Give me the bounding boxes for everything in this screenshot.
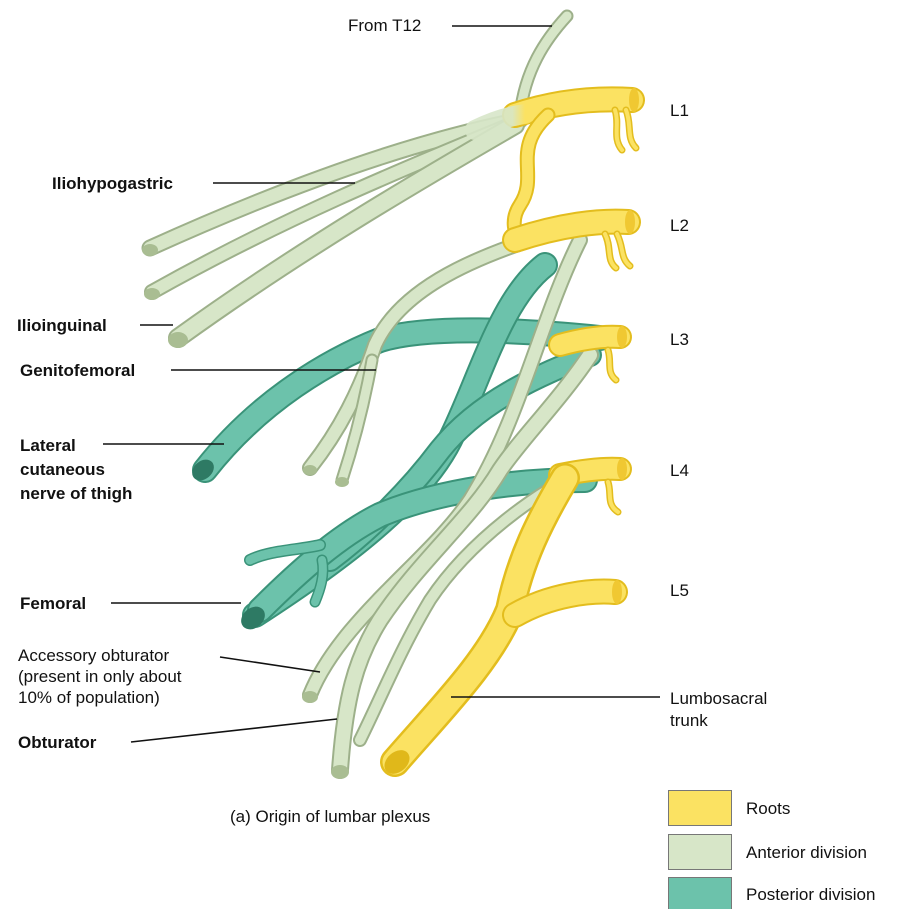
root-nerves (395, 99, 636, 762)
label-ilioinguinal: Ilioinguinal (17, 315, 107, 336)
l5-root-end (612, 580, 622, 604)
label-obturator: Obturator (18, 732, 96, 753)
legend-swatch-anterior (668, 834, 732, 870)
obturator-cut-end (331, 765, 349, 779)
label-genitofemoral: Genitofemoral (20, 360, 135, 381)
level-l3: L3 (670, 330, 689, 350)
level-l4: L4 (670, 461, 689, 481)
level-l2: L2 (670, 216, 689, 236)
label-accessory-obturator: Accessory obturator (present in only abo… (18, 645, 182, 708)
legend-label-roots: Roots (746, 799, 790, 819)
legend-label-posterior: Posterior division (746, 885, 875, 905)
iliohypogastric-cut-end-b (144, 288, 160, 300)
level-l5: L5 (670, 581, 689, 601)
label-femoral: Femoral (20, 593, 86, 614)
l3-root-end (617, 326, 627, 348)
label-iliohypogastric: Iliohypogastric (52, 173, 173, 194)
label-from-t12: From T12 (348, 15, 421, 36)
label-lumbosacral-trunk: Lumbosacral trunk (670, 688, 767, 732)
legend-swatch-posterior (668, 877, 732, 909)
label-lateral-cutaneous: Lateral cutaneous nerve of thigh (20, 434, 132, 506)
iliohypogastric-cut-end-a (142, 244, 158, 256)
l1-root-end (629, 88, 639, 112)
genitofemoral-cut-end-a (303, 465, 317, 475)
ilioinguinal-cut-end (168, 332, 188, 348)
genitofemoral-cut-end-b (335, 477, 349, 487)
leader-obturator (131, 719, 337, 742)
legend-label-anterior: Anterior division (746, 843, 867, 863)
legend-swatch-roots (668, 790, 732, 826)
leader-accessory-obturator (220, 657, 320, 672)
anterior-division-nerves (150, 16, 590, 770)
level-l1: L1 (670, 101, 689, 121)
accessory-obturator-cut-end (302, 691, 318, 703)
l4-root-end (617, 458, 627, 480)
l2-root-end (625, 210, 635, 234)
figure-caption: (a) Origin of lumbar plexus (230, 806, 430, 827)
